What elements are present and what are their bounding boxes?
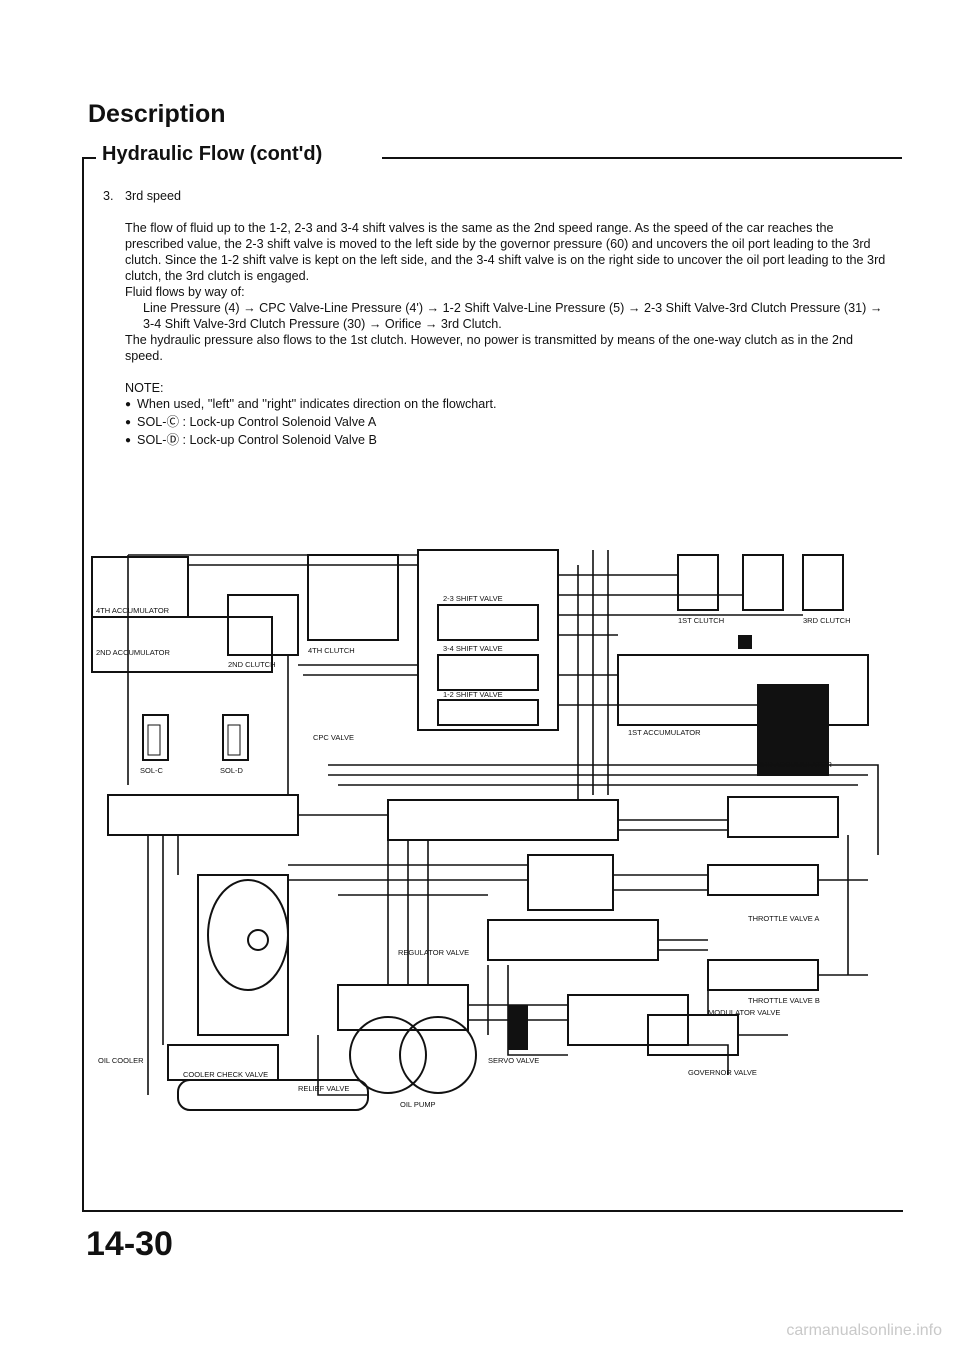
label-1st-accumulator: 1ST ACCUMULATOR — [628, 728, 701, 737]
page-number: 14-30 — [86, 1225, 173, 1263]
label-sol-d: SOL-D — [220, 766, 244, 775]
site-watermark: carmanualsonline.info — [786, 1322, 942, 1339]
page-title: Description — [88, 100, 226, 128]
label-throttle-valve-b: THROTTLE VALVE B — [748, 996, 820, 1005]
label-1-2-shift-valve: 1-2 SHIFT VALVE — [443, 690, 503, 699]
label-3rd-clutch: 3RD CLUTCH — [803, 616, 851, 625]
label-oil-pump: OIL PUMP — [400, 1100, 436, 1109]
label-cpc-valve: CPC VALVE — [313, 733, 354, 742]
label-4th-accumulator: 4TH ACCUMULATOR — [96, 606, 170, 615]
label-modulator-valve: MODULATOR VALVE — [708, 1008, 780, 1017]
label-4th-clutch: 4TH CLUTCH — [308, 646, 355, 655]
section-header: Hydraulic Flow (cont'd) — [82, 143, 902, 171]
fluid-flow-path: Line Pressure (4) → CPC Valve-Line Press… — [143, 301, 883, 331]
frame-bottom-rule — [82, 1210, 903, 1212]
hydraulic-flow-diagram: 4TH ACCUMULATOR 2ND ACCUMULATOR 2ND CLUT… — [91, 549, 879, 1111]
label-cooler-check-valve: COOLER CHECK VALVE — [183, 1070, 268, 1079]
label-regulator-valve: REGULATOR VALVE — [398, 948, 469, 957]
label-servo-valve: SERVO VALVE — [488, 1056, 539, 1065]
label-oil-cooler: OIL COOLER — [98, 1056, 144, 1065]
step-heading: 3. 3rd speed — [103, 188, 893, 204]
note-item-1: When used, ''left'' and ''right'' indica… — [125, 396, 893, 414]
step-number: 3. — [103, 189, 114, 203]
label-2nd-accumulator: 2ND ACCUMULATOR — [96, 648, 170, 657]
note-item-2: SOL-Ⓒ : Lock-up Control Solenoid Valve A — [125, 414, 893, 432]
body-text: 3. 3rd speed The flow of fluid up to the… — [103, 188, 893, 450]
label-sol-c: SOL-C — [140, 766, 164, 775]
label-1st-clutch: 1ST CLUTCH — [678, 616, 724, 625]
note-item-3: SOL-Ⓓ : Lock-up Control Solenoid Valve B — [125, 432, 893, 450]
label-throttle-valve-a: THROTTLE VALVE A — [748, 914, 819, 923]
frame-left-rule — [82, 157, 84, 1210]
label-3-4-shift-valve: 3-4 SHIFT VALVE — [443, 644, 503, 653]
label-relief-valve: RELIEF VALVE — [298, 1084, 349, 1093]
label-2nd-clutch: 2ND CLUTCH — [228, 660, 276, 669]
note-label: NOTE: — [125, 381, 164, 395]
header-rule-right — [382, 157, 902, 159]
step-title: 3rd speed — [125, 189, 182, 203]
label-3rd-accumulator: 3RD ACCUMULATOR — [758, 760, 832, 769]
section-title: Hydraulic Flow (cont'd) — [102, 143, 323, 165]
paragraph-2: The hydraulic pressure also flows to the… — [125, 333, 854, 363]
paragraph-1: The flow of fluid up to the 1-2, 2-3 and… — [125, 221, 886, 283]
label-governor-valve: GOVERNOR VALVE — [688, 1068, 757, 1077]
header-rule-left — [82, 157, 96, 159]
fluid-flow-intro: Fluid flows by way of: — [125, 285, 245, 299]
label-2-3-shift-valve: 2-3 SHIFT VALVE — [443, 594, 503, 603]
